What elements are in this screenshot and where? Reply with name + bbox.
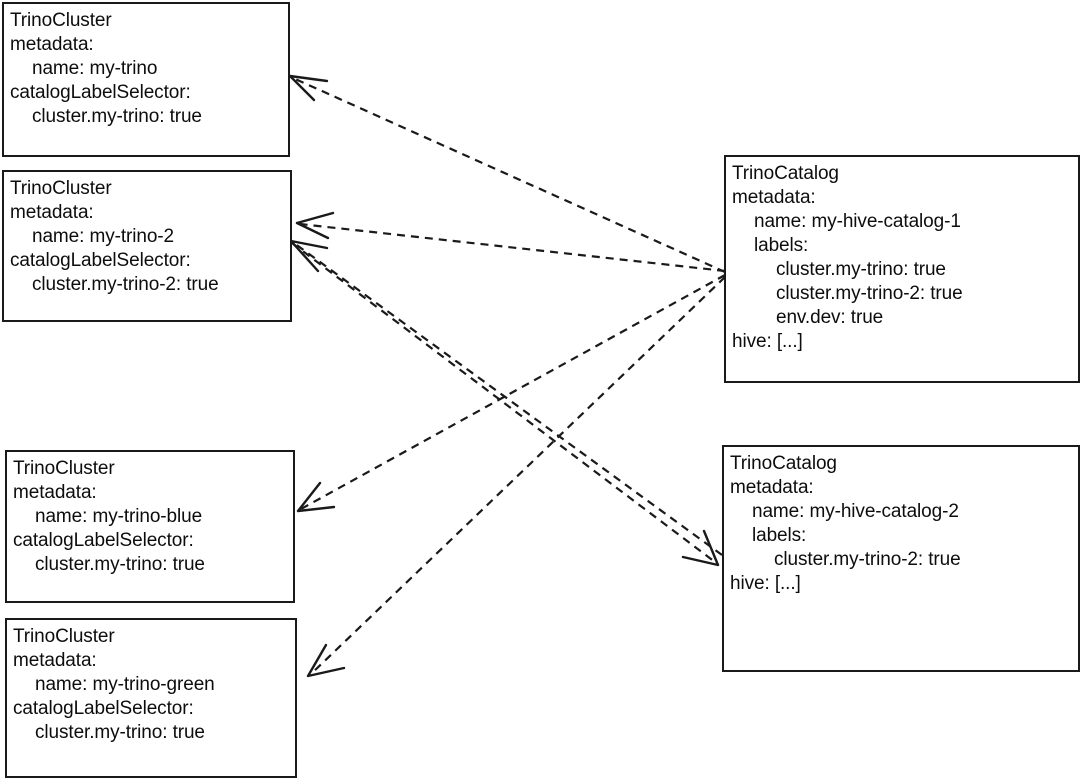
yaml-line: catalogLabelSelector: (10, 82, 191, 103)
yaml-line: name: my-trino (32, 58, 158, 79)
yaml-line: catalogLabelSelector: (13, 530, 194, 551)
edge-catalog1-to-my-trino (288, 74, 726, 274)
edge-catalog2-to-my-trino-2 (289, 239, 723, 556)
node-trinocatalog-my-hive-catalog-2[interactable]: TrinoCatalog metadata: name: my-hive-cat… (722, 445, 1080, 672)
yaml-line: name: my-trino-green (35, 674, 215, 695)
yaml-line: env.dev: true (776, 307, 884, 328)
yaml-line: TrinoCluster (10, 10, 112, 31)
node-body: TrinoCluster metadata: name: my-trino-2 … (4, 172, 290, 297)
yaml-line: metadata: (732, 187, 816, 208)
edge-catalog1-to-my-trino-green (306, 276, 726, 678)
yaml-line: labels: (752, 525, 807, 546)
yaml-line: metadata: (13, 482, 97, 503)
node-trinocatalog-my-hive-catalog-1[interactable]: TrinoCatalog metadata: name: my-hive-cat… (724, 155, 1080, 383)
yaml-line: metadata: (10, 34, 94, 55)
yaml-line: metadata: (730, 477, 814, 498)
yaml-line: catalogLabelSelector: (13, 698, 194, 719)
node-body: TrinoCluster metadata: name: my-trino-bl… (7, 452, 293, 577)
node-trinocluster-my-trino-green[interactable]: TrinoCluster metadata: name: my-trino-gr… (5, 618, 297, 778)
node-body: TrinoCluster metadata: name: my-trino-gr… (7, 620, 295, 745)
yaml-line: TrinoCatalog (730, 453, 837, 474)
yaml-line: cluster.my-trino: true (35, 722, 205, 743)
yaml-line: TrinoCluster (10, 178, 112, 199)
node-trinocluster-my-trino-2[interactable]: TrinoCluster metadata: name: my-trino-2 … (2, 170, 292, 322)
yaml-line: labels: (754, 235, 809, 256)
edge-catalog1-to-my-trino-blue (296, 274, 726, 513)
yaml-line: cluster.my-trino-2: true (776, 283, 963, 304)
yaml-line: name: my-hive-catalog-1 (754, 211, 961, 232)
node-trinocluster-my-trino-blue[interactable]: TrinoCluster metadata: name: my-trino-bl… (5, 450, 295, 603)
node-body: TrinoCatalog metadata: name: my-hive-cat… (724, 447, 1078, 596)
yaml-line: cluster.my-trino: true (32, 106, 202, 127)
yaml-line: cluster.my-trino-2: true (32, 274, 219, 295)
yaml-line: hive: [...] (730, 573, 801, 594)
edge-catalog1-to-my-trino-2-a (295, 211, 726, 273)
edge-my-trino-2-to-catalog2 (291, 242, 720, 567)
yaml-line: catalogLabelSelector: (10, 250, 191, 271)
yaml-line: cluster.my-trino: true (35, 554, 205, 575)
yaml-line: TrinoCluster (13, 458, 115, 479)
yaml-line: name: my-hive-catalog-2 (752, 501, 959, 522)
yaml-line: cluster.my-trino: true (776, 259, 946, 280)
yaml-line: metadata: (10, 202, 94, 223)
yaml-line: name: my-trino-blue (35, 506, 203, 527)
yaml-line: hive: [...] (732, 331, 803, 352)
node-body: TrinoCluster metadata: name: my-trino ca… (4, 4, 288, 129)
yaml-line: metadata: (13, 650, 97, 671)
node-body: TrinoCatalog metadata: name: my-hive-cat… (726, 157, 1078, 354)
yaml-line: TrinoCatalog (732, 163, 839, 184)
yaml-line: cluster.my-trino-2: true (774, 549, 961, 570)
node-trinocluster-my-trino[interactable]: TrinoCluster metadata: name: my-trino ca… (2, 2, 290, 157)
yaml-line: TrinoCluster (13, 626, 115, 647)
yaml-line: name: my-trino-2 (32, 226, 174, 247)
